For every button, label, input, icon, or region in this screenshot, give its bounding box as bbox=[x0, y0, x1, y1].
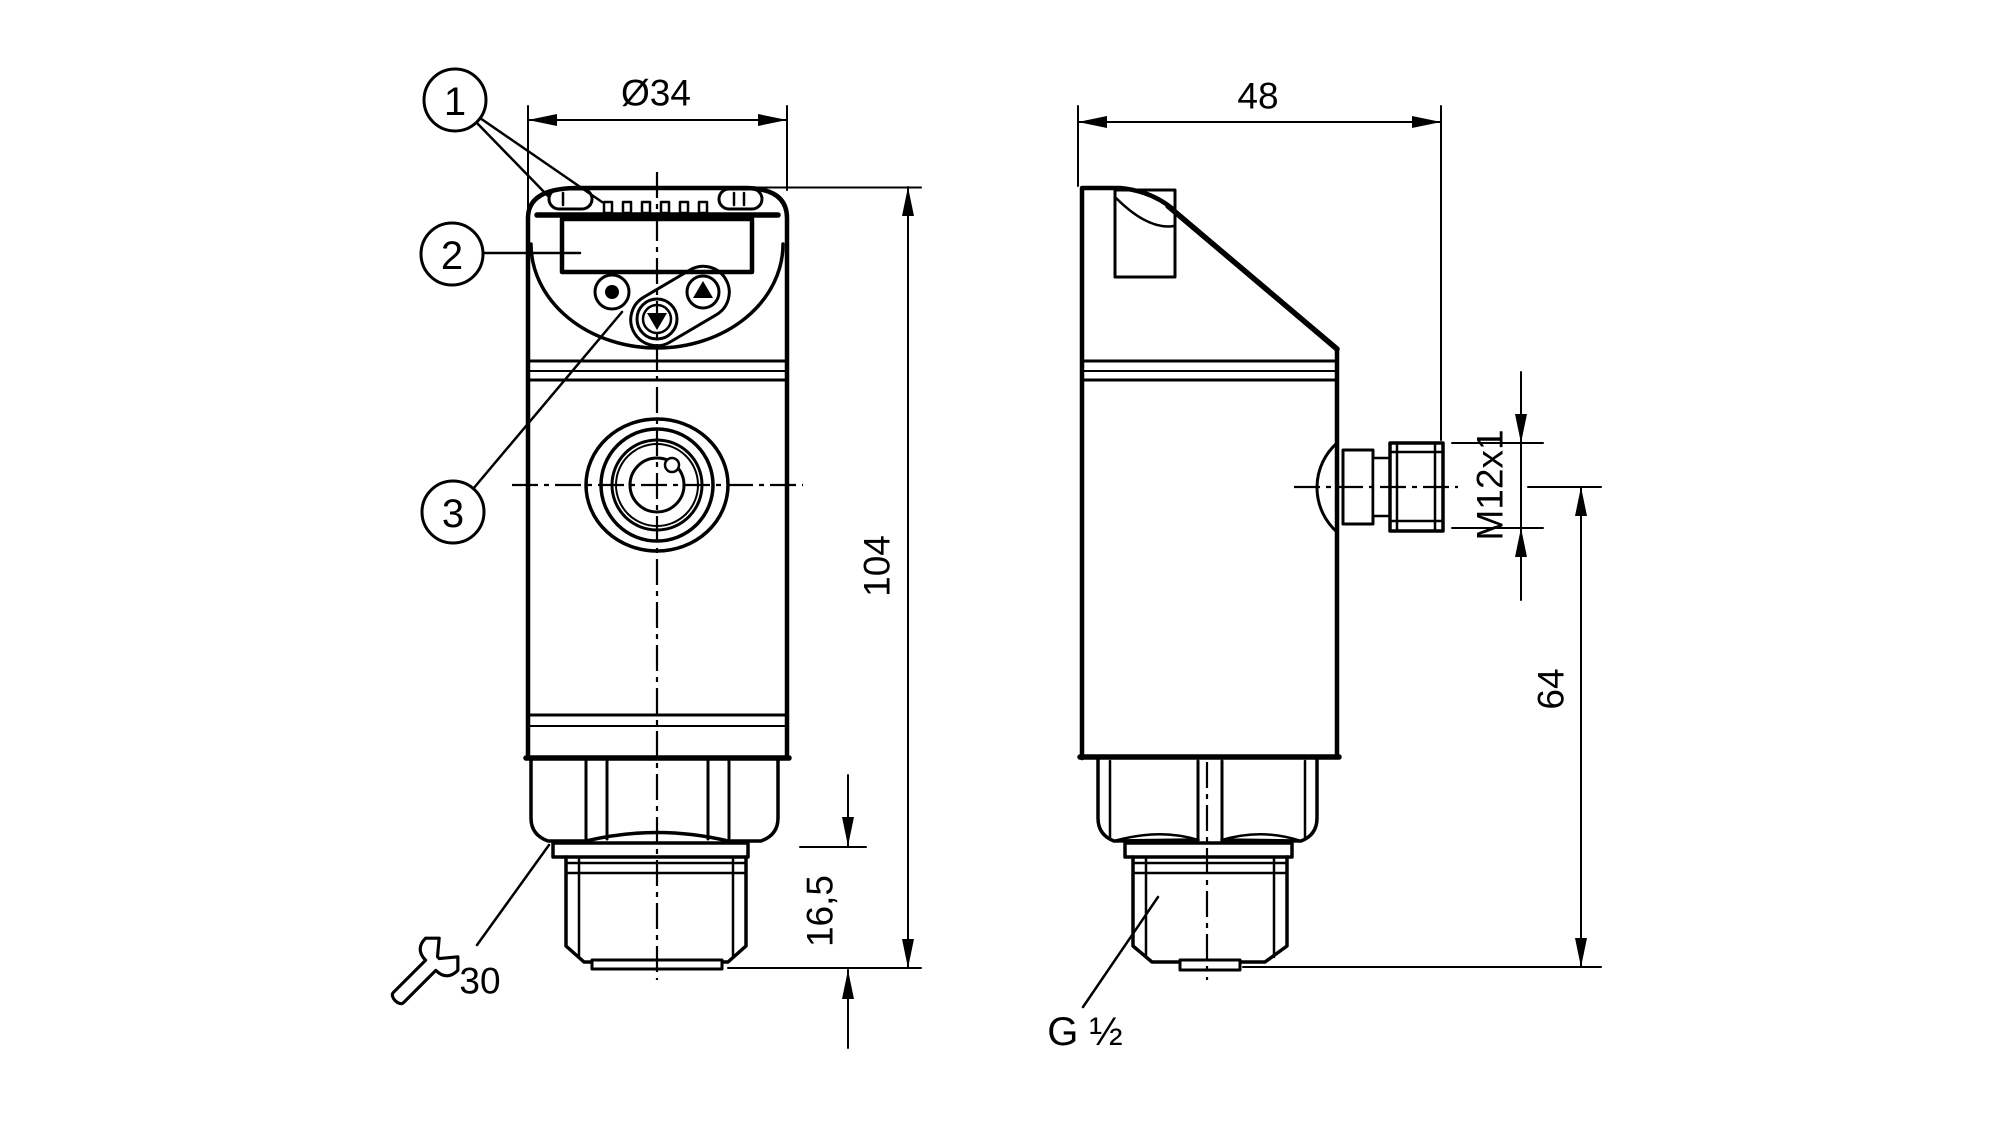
callout-2-number: 2 bbox=[441, 234, 463, 278]
down-button bbox=[635, 297, 679, 341]
button-capsule bbox=[629, 264, 731, 348]
dim-label-lower-section: 16,5 bbox=[800, 875, 841, 947]
dim-label-front-width: Ø34 bbox=[621, 73, 691, 114]
side-body-outline bbox=[1079, 185, 1177, 761]
dim-label-axis-to-tip: 64 bbox=[1531, 668, 1572, 709]
process-thread-side bbox=[1131, 855, 1289, 972]
led-window-right bbox=[717, 187, 764, 211]
wrench-icon bbox=[390, 936, 460, 1006]
callout-3-number: 3 bbox=[442, 492, 464, 536]
callout-2: 2 bbox=[419, 221, 582, 287]
front-view bbox=[512, 172, 803, 980]
dim-connector-thread: M12x1 bbox=[1451, 371, 1544, 601]
side-display-window bbox=[1113, 188, 1177, 279]
washer-front bbox=[551, 841, 750, 859]
washer-side bbox=[1123, 841, 1294, 859]
up-button bbox=[685, 274, 721, 310]
led-window-left bbox=[547, 187, 594, 211]
dim-label-front-height: 104 bbox=[857, 535, 898, 597]
side-view bbox=[1077, 185, 1458, 980]
dim-axis-to-tip: 64 bbox=[1242, 486, 1602, 968]
led-segment-row bbox=[602, 200, 709, 215]
up-arrow-icon bbox=[693, 281, 713, 298]
mode-button bbox=[593, 273, 631, 311]
dim-side-depth: 48 bbox=[1077, 76, 1442, 441]
callout-1-number: 1 bbox=[444, 80, 466, 124]
dim-front-height: 104 bbox=[727, 186, 922, 969]
wrench-size-label: 30 bbox=[459, 961, 500, 1002]
dim-lower-section: 16,5 bbox=[799, 774, 867, 1049]
process-connection-label: G ½ bbox=[1047, 1010, 1123, 1054]
dim-front-width: Ø34 bbox=[527, 73, 788, 213]
hex-nut-side bbox=[1096, 758, 1319, 843]
process-connection-annotation: G ½ bbox=[1047, 895, 1160, 1054]
callout-1: 1 bbox=[422, 67, 604, 204]
callout-3: 3 bbox=[420, 310, 624, 545]
callout-1-circle bbox=[422, 67, 488, 133]
hex-nut-front bbox=[529, 758, 780, 843]
dim-label-connector-thread: M12x1 bbox=[1470, 429, 1511, 540]
callout-3-circle bbox=[420, 479, 486, 545]
callout-2-circle bbox=[419, 221, 485, 287]
dim-label-side-depth: 48 bbox=[1237, 76, 1278, 117]
wrench-size-annotation: 30 bbox=[390, 843, 551, 1006]
